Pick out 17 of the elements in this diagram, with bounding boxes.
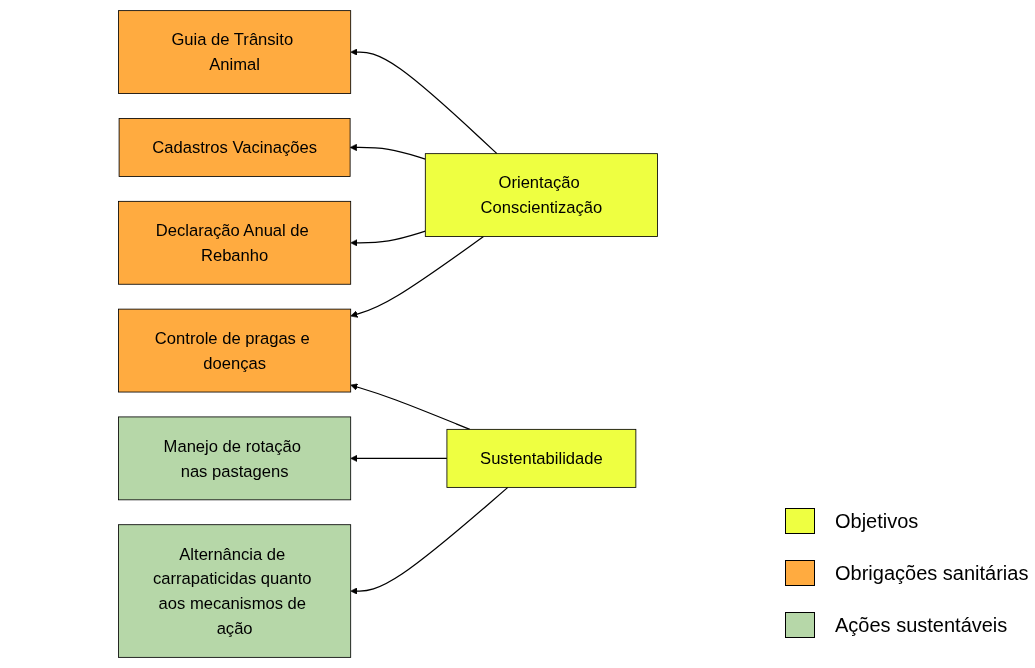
legend-label: Objetivos [835, 509, 919, 533]
node-box: Sustentabilidade [446, 428, 636, 488]
legend-label: Ações sustentáveis [835, 613, 1008, 637]
arrow [349, 383, 470, 430]
node-box: Declaração Anual de Rebanho [117, 200, 351, 285]
arrow [349, 143, 426, 160]
arrow [349, 230, 426, 247]
node-box: Controle de pragas e doenças [117, 308, 351, 393]
arrow [349, 235, 484, 318]
arrow [349, 454, 448, 462]
legend-label: Obrigações sanitárias [835, 561, 1029, 585]
node-box: Guia de Trânsito Animal [117, 10, 351, 94]
node-box: Manejo de rotação nas pastagens [117, 416, 351, 501]
node-box: Cadastros Vacinações [118, 118, 351, 177]
node-box: Orientação Conscientização [424, 153, 658, 237]
arrow [349, 48, 498, 155]
node-box: Alternância de carrapaticidas quanto aos mecanismos de ação [117, 524, 351, 658]
